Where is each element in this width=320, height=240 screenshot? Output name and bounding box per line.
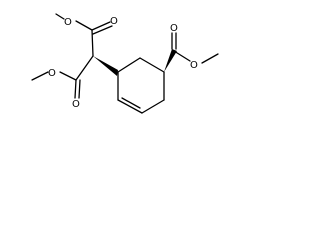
wedge-bond-alpha-to-ring bbox=[93, 56, 118, 76]
atom-o-right-ester: O bbox=[190, 60, 198, 71]
bond-ring-c4-c5 bbox=[141, 99, 165, 114]
bond-top-carbonyl-to-alpha bbox=[91, 29, 94, 57]
wedge-bond-ring-to-ester bbox=[164, 49, 177, 72]
bond-ring-c5-c6 bbox=[117, 99, 143, 114]
bond-top-carbonyl-double-a bbox=[91, 21, 111, 31]
bond-ring-c2-c3 bbox=[139, 57, 165, 73]
atom-o-left-ester: O bbox=[48, 68, 56, 79]
atom-o-right-carbonyl: O bbox=[170, 23, 178, 34]
bond-left-carbonyl-double-a bbox=[74, 79, 77, 99]
bond-right-carbonyl-to-o bbox=[173, 50, 191, 62]
bond-left-alpha-to-carbonyl bbox=[75, 55, 94, 81]
bond-top-o-to-carbonyl bbox=[75, 20, 93, 31]
bond-top-carbonyl-double-b bbox=[92, 25, 113, 35]
bond-right-o-to-methyl bbox=[201, 53, 219, 64]
atom-o-left-carbonyl: O bbox=[72, 99, 80, 110]
structure-canvas: O O O O O O bbox=[0, 0, 242, 147]
bond-ring-c5-c6-double bbox=[121, 97, 141, 109]
bond-left-carbonyl-double-b bbox=[78, 79, 81, 99]
bond-left-carbonyl-to-o bbox=[59, 71, 77, 81]
atom-o-top-carbonyl: O bbox=[110, 16, 118, 27]
atom-o-top-ester: O bbox=[64, 17, 72, 28]
molecule-diagram: O O O O O O bbox=[31, 13, 219, 114]
bond-left-o-to-methyl bbox=[31, 71, 49, 81]
bond-top-methyl bbox=[55, 13, 65, 20]
bond-ring-c1-c2 bbox=[117, 57, 141, 73]
